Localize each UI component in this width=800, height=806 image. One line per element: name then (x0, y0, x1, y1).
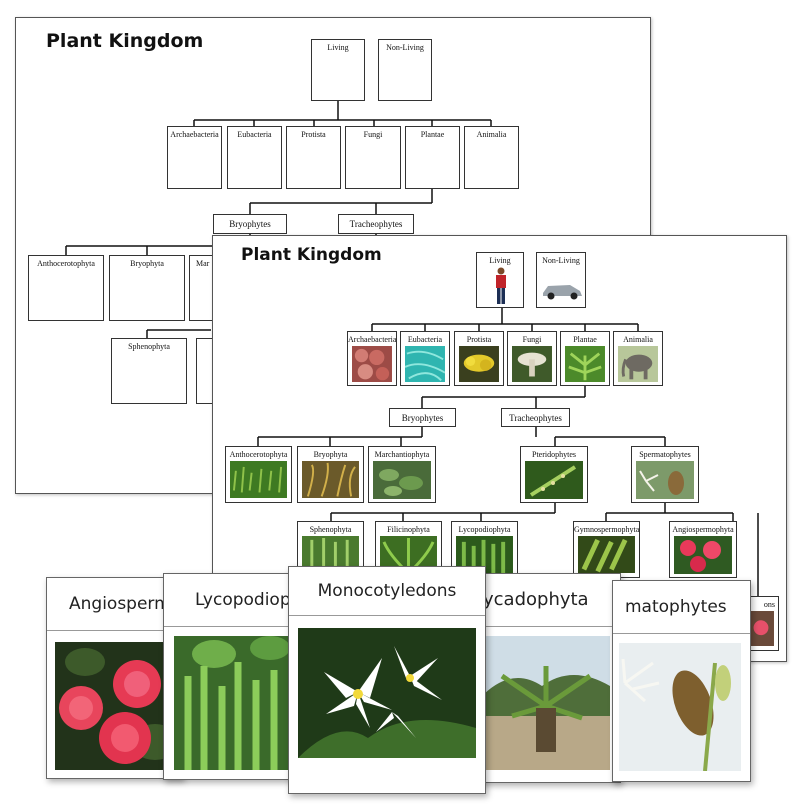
plantae-photo (565, 346, 605, 383)
front-lycopodiophyta-box: Lycopodiophyta (451, 521, 518, 578)
back-sheet-title: Plant Kingdom (46, 30, 204, 52)
back-kingdom-archaebacteria: Archaebacteria (167, 126, 222, 189)
front-pteridophytes-box: Pteridophytes (520, 446, 588, 503)
back-anthocerotophyta-box: Anthocerotophyta (28, 255, 104, 321)
protista-photo (459, 346, 499, 383)
front-bryophyta-box: Bryophyta (297, 446, 364, 503)
card-spermatophytes: matophytes (612, 580, 751, 782)
back-kingdom-eubacteria: Eubacteria (227, 126, 282, 189)
eubacteria-photo (405, 346, 445, 383)
front-kingdom-protista: Protista (454, 331, 504, 386)
back-kingdom-fungi: Fungi (345, 126, 401, 189)
spermatophytes-photo (636, 461, 694, 499)
person-illustration (496, 267, 506, 304)
spermatophytes-card-photo (619, 643, 741, 771)
animalia-photo (618, 346, 658, 383)
back-kingdom-protista: Protista (286, 126, 341, 189)
front-marchantiophyta-box: Marchantiophyta (368, 446, 436, 503)
front-kingdom-plantae: Plantae (560, 331, 610, 386)
archaebacteria-photo (352, 346, 392, 383)
back-kingdom-plantae: Plantae (405, 126, 460, 189)
back-non-living-box: Non-Living (378, 39, 432, 101)
back-living-box: Living (311, 39, 365, 101)
front-sheet-title: Plant Kingdom (241, 245, 382, 265)
front-kingdom-eubacteria: Eubacteria (400, 331, 450, 386)
bryophyta-photo (302, 461, 359, 499)
front-connector-lines (257, 308, 759, 596)
monocotyledons-card-photo (298, 628, 476, 758)
front-division-tracheophytes: Tracheophytes (501, 408, 570, 427)
card-monocotyledons: Monocotyledons (288, 566, 486, 794)
lycopodiophyta-card-photo (174, 636, 292, 770)
back-kingdom-animalia: Animalia (464, 126, 519, 189)
front-non-living-box: Non-Living (536, 252, 586, 308)
back-bryophyta-box: Bryophyta (109, 255, 185, 321)
partial-flower-photo (748, 611, 774, 647)
card-angiosperm: Angiosperm (46, 577, 183, 779)
fungi-photo (512, 346, 552, 383)
gymnospermophyta-photo (578, 536, 635, 574)
front-angiospermophyta-box: Angiospermophyta (669, 521, 737, 578)
pteridophytes-photo (525, 461, 583, 499)
angiospermophyta-photo (674, 536, 732, 574)
front-living-box: Living (476, 252, 524, 308)
back-division-tracheophytes: Tracheophytes (338, 214, 414, 234)
cycadophyta-card-photo (482, 636, 610, 770)
card-lycopodiophyta: Lycopodiop (163, 573, 299, 780)
front-kingdom-archaebacteria: Archaebacteria (347, 331, 397, 386)
front-kingdom-fungi: Fungi (507, 331, 557, 386)
back-sphenophyta-box: Sphenophyta (111, 338, 187, 404)
car-illustration (543, 285, 582, 300)
anthocerotophyta-photo (230, 461, 287, 499)
front-kingdom-animalia: Animalia (613, 331, 663, 386)
card-cycadophyta: ycadophyta (467, 573, 621, 783)
angiosperm-card-photo (55, 642, 180, 770)
front-gymnospermophyta-box: Gymnospermophyta (573, 521, 640, 578)
marchantiophyta-photo (373, 461, 431, 499)
front-spermatophytes-box: Spermatophytes (631, 446, 699, 503)
front-division-bryophytes: Bryophytes (389, 408, 456, 427)
back-division-bryophytes: Bryophytes (213, 214, 287, 234)
front-anthocerotophyta-box: Anthocerotophyta (225, 446, 292, 503)
